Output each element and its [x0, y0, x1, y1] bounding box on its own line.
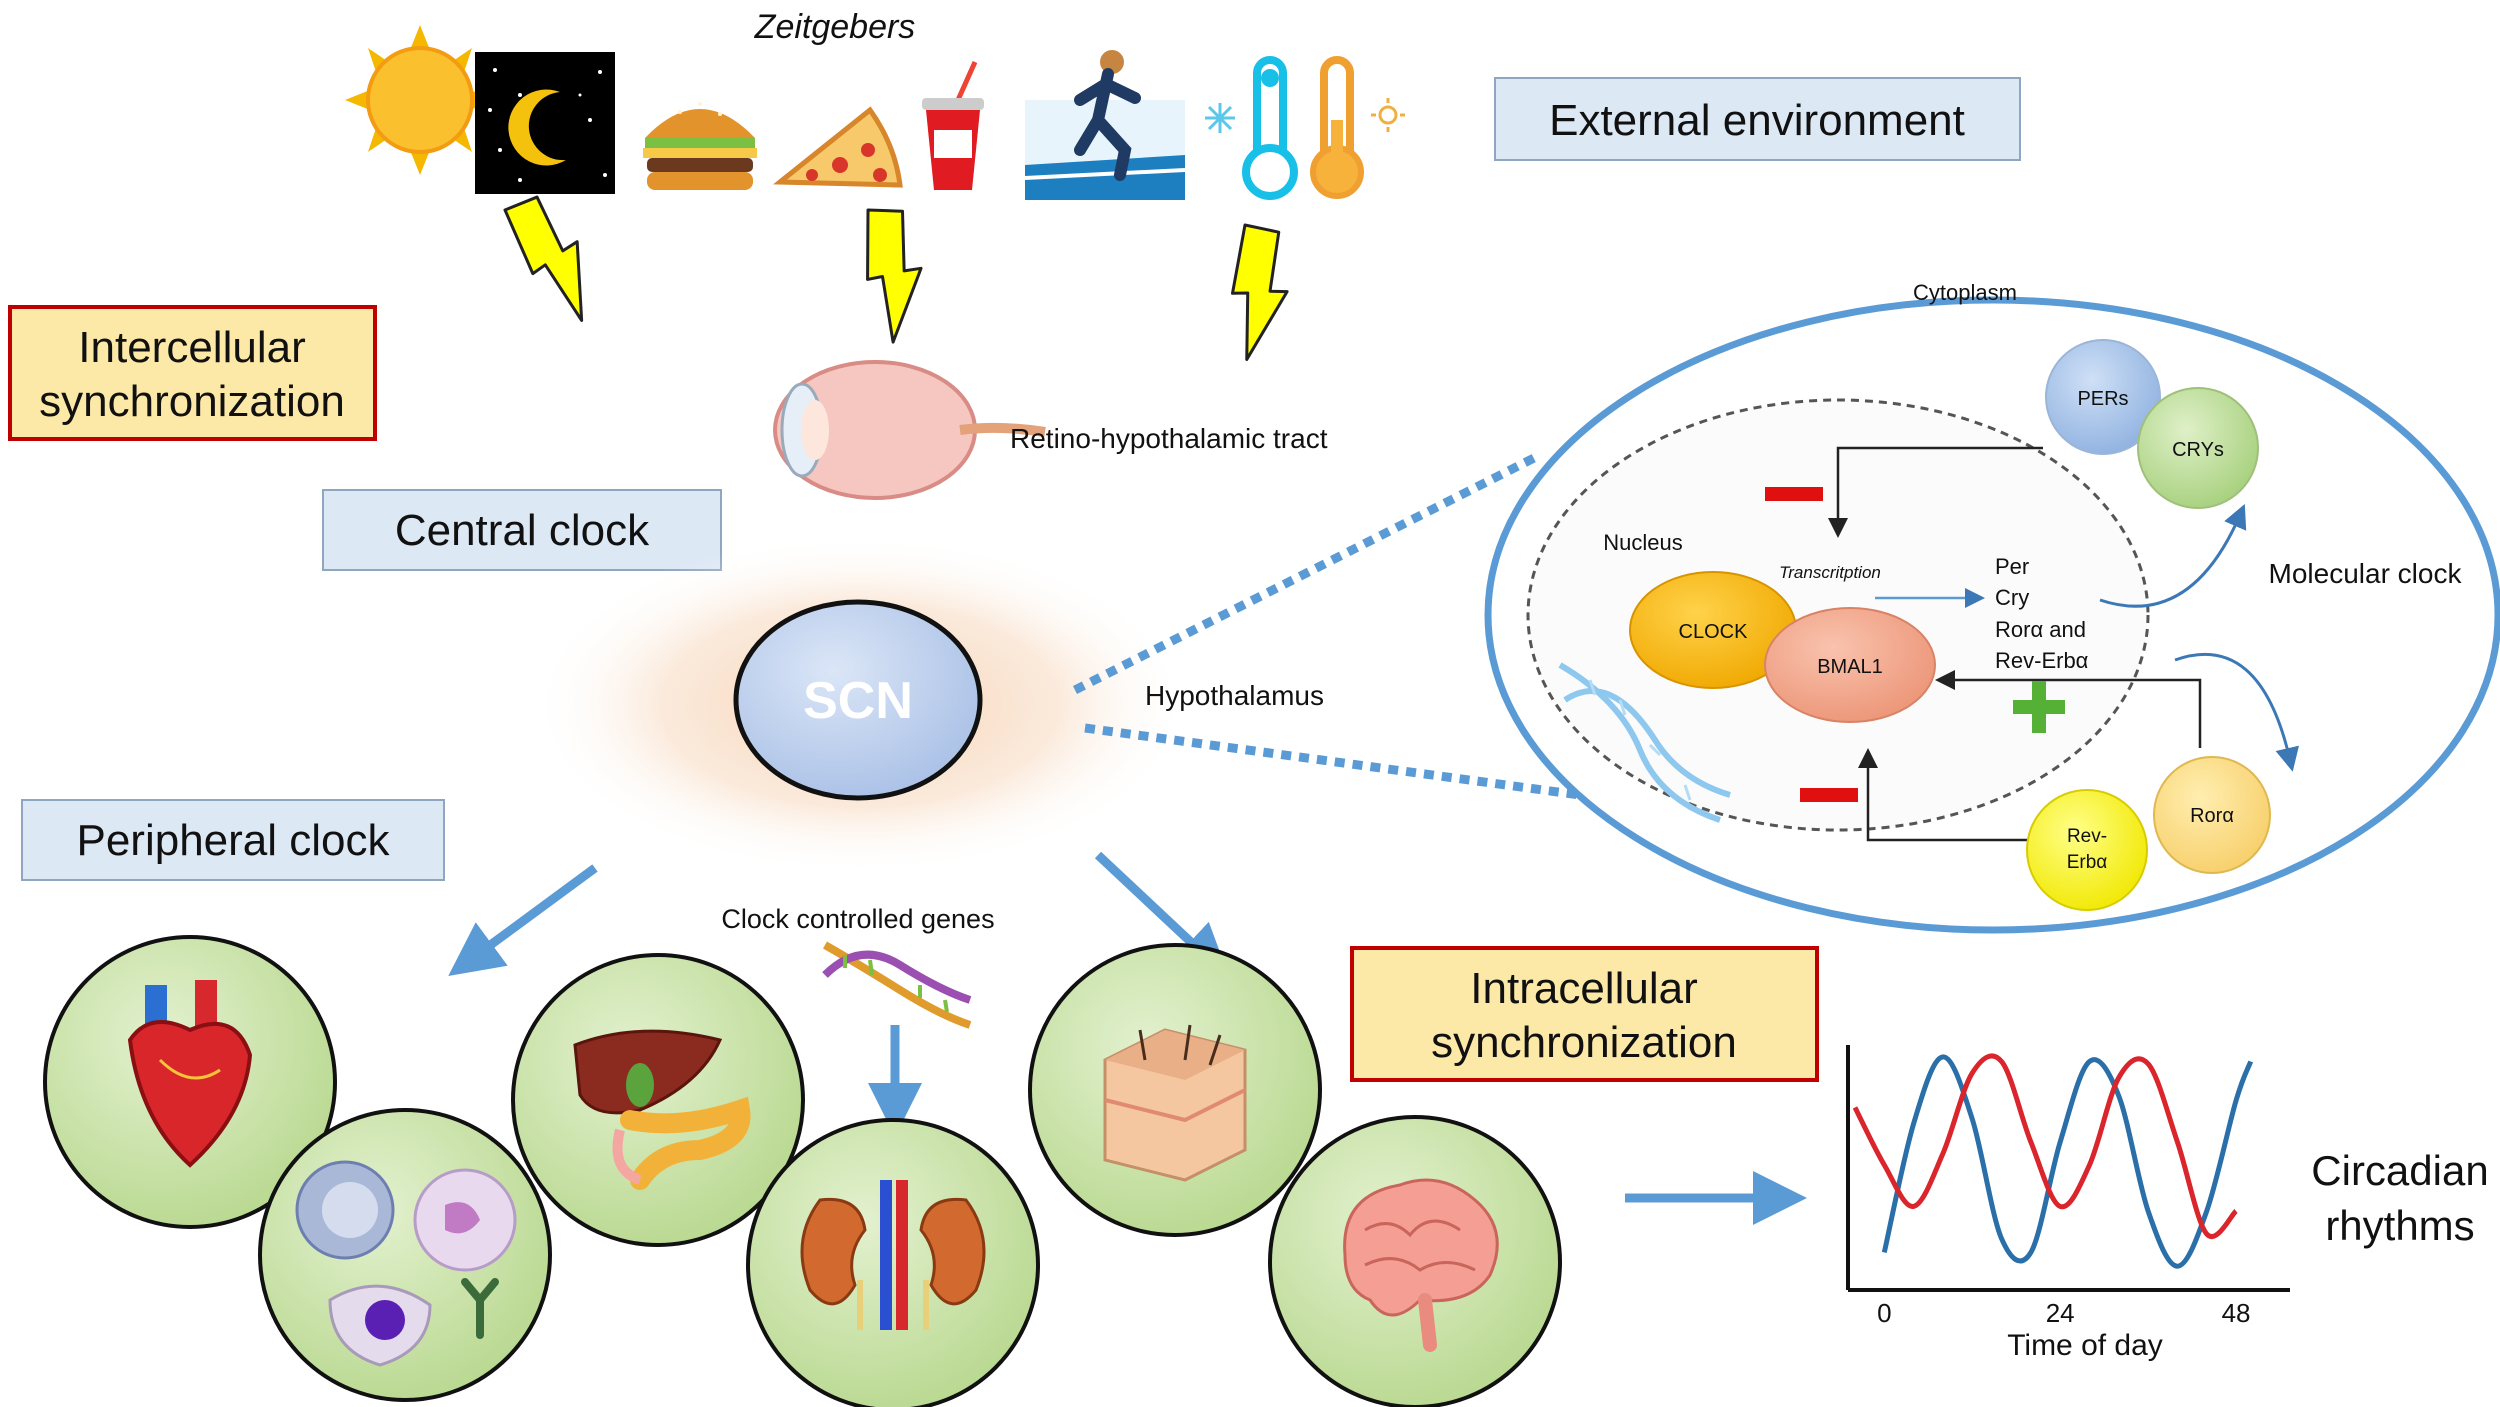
- arrow-to-heart: [448, 864, 598, 977]
- gene-per: Per: [1995, 554, 2029, 579]
- runner-icon: [1024, 50, 1186, 200]
- peripheral-clock-label: Peripheral clock: [76, 816, 390, 865]
- circadian-line1: Circadian: [2311, 1147, 2488, 1194]
- organ-brain: [1268, 1115, 1562, 1407]
- molecular-clock-label: Molecular clock: [2269, 558, 2463, 589]
- intercellular-line1: Intercellular: [78, 323, 305, 372]
- liver-icon: [573, 1029, 751, 1190]
- gene-cry: Cry: [1995, 585, 2029, 610]
- crys-node: CRYs: [2137, 387, 2259, 509]
- curved-arrow-molecular: [2099, 503, 2247, 608]
- hot-thermometer-icon: [1310, 56, 1405, 199]
- intracellular-line2: synchronization: [1431, 1018, 1737, 1067]
- zeitgebers-label: Zeitgebers: [754, 8, 916, 46]
- lightning-icon: [1197, 217, 1309, 366]
- organ-heart: [43, 935, 337, 1229]
- night-moon-icon: [475, 52, 615, 194]
- heart-icon: [127, 980, 253, 1168]
- external-environment-box: External environment: [1494, 77, 2021, 161]
- sun-icon: [345, 25, 495, 175]
- transcription-label: Transcritption: [1779, 563, 1881, 582]
- central-clock-box: Central clock: [322, 489, 722, 571]
- kidney-icon: [800, 1180, 986, 1330]
- organ-immune-cells: [258, 1108, 552, 1402]
- minus-icon: [1765, 487, 1823, 501]
- soda-cup-icon: [922, 60, 984, 190]
- dna-icon: [822, 941, 972, 1029]
- lightning-icon: [502, 189, 595, 333]
- circadian-line2: rhythms: [2325, 1202, 2474, 1249]
- zoom-line-bottom: [1084, 723, 1581, 800]
- arrow-to-skin: [1094, 851, 1230, 979]
- feedback-arrow-top: [1828, 446, 2043, 538]
- rora-label: Rorα: [2190, 805, 2234, 827]
- intercellular-sync-box: Intercellular synchronization: [8, 305, 377, 441]
- immune-cells-icon: [295, 1160, 517, 1367]
- clock-label: CLOCK: [1679, 621, 1749, 643]
- clock-genes-label: Clock controlled genes: [721, 904, 994, 934]
- bmal1-label: BMAL1: [1817, 656, 1883, 678]
- minus-icon: [1800, 788, 1858, 802]
- retino-tract-label: Retino-hypothalamic tract: [1010, 423, 1328, 454]
- chart-x-tick-label: 24: [2046, 1298, 2075, 1328]
- clock-node: CLOCK: [1629, 571, 1797, 689]
- rev-erba-label-2: Erbα: [2067, 852, 2108, 873]
- chart-x-tick-label: 0: [1877, 1298, 1891, 1328]
- bmal1-node: BMAL1: [1764, 607, 1936, 723]
- rev-erba-node: Rev- Erbα: [2026, 789, 2148, 911]
- scn-label: SCN: [803, 672, 913, 730]
- hypothalamus-label: Hypothalamus: [1145, 680, 1324, 711]
- activation-arrow: [1935, 670, 2202, 748]
- gene-rora: Rorα and: [1995, 617, 2086, 642]
- rev-erba-label-1: Rev-: [2067, 826, 2107, 847]
- curved-arrow-rora: [2174, 652, 2299, 772]
- dna-icon: [1558, 662, 1731, 823]
- gene-rev-erba: Rev-Erbα: [1995, 648, 2089, 673]
- cold-thermometer-icon: [1205, 56, 1298, 200]
- lightning-icon: [840, 202, 934, 347]
- nucleus-label: Nucleus: [1603, 530, 1682, 555]
- organ-skin: [1028, 943, 1322, 1237]
- intercellular-line2: synchronization: [39, 377, 345, 426]
- peripheral-clock-box: Peripheral clock: [21, 799, 445, 881]
- chart-ticks-group: 0 24 48: [1877, 1298, 2250, 1328]
- central-clock-label: Central clock: [395, 506, 650, 555]
- chart-x-axis-label: Time of day: [2007, 1329, 2163, 1362]
- organ-liver: [511, 953, 805, 1247]
- organ-kidney: [746, 1118, 1040, 1407]
- pizza-icon: [773, 106, 903, 188]
- pers-node: PERs: [2045, 339, 2161, 455]
- chart-series-line-1: [1852, 1053, 2238, 1239]
- circadian-chart: 0 24 48 Time of day: [1846, 1045, 2290, 1362]
- pers-label: PERs: [2077, 388, 2128, 410]
- cytoplasm-label: Cytoplasm: [1913, 280, 2017, 305]
- intracellular-line1: Intracellular: [1470, 964, 1697, 1013]
- brain-icon: [1343, 1178, 1499, 1352]
- burger-icon: [643, 102, 757, 190]
- crys-label: CRYs: [2172, 439, 2224, 461]
- eye-icon: [773, 360, 1046, 500]
- external-environment-label: External environment: [1549, 96, 1965, 145]
- skin-icon: [1103, 1024, 1247, 1182]
- chart-series-group: [1852, 1053, 2254, 1269]
- chart-x-tick-label: 48: [2222, 1298, 2251, 1328]
- rora-node: Rorα: [2153, 756, 2271, 874]
- intracellular-sync-box: Intracellular synchronization: [1350, 946, 1819, 1082]
- zoom-line-top: [1072, 450, 1543, 695]
- plus-icon: [2013, 681, 2065, 733]
- scn-node: SCN: [733, 599, 983, 801]
- feedback-arrow-bottom: [1858, 748, 2030, 842]
